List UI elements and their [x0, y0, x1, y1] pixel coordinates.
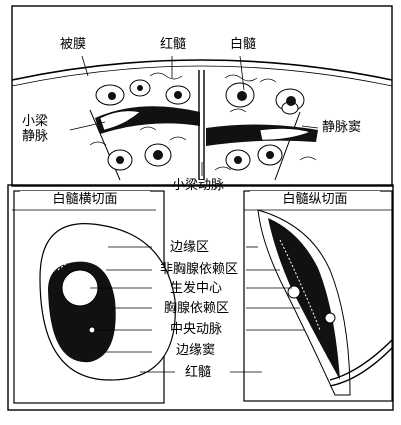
- trabecula-right: [274, 111, 301, 181]
- red-pulp-label-top: 红髓: [160, 37, 187, 52]
- venous-sinus-label: 静脉窦: [322, 120, 362, 135]
- long-section-core: [268, 218, 340, 380]
- trabecular-vein-label: 小梁 静脉: [22, 114, 49, 144]
- center-label-5: 边缘窦: [176, 343, 216, 358]
- white-pulp-nodules: [95, 79, 305, 171]
- capsule-label: 被膜: [60, 37, 87, 52]
- bottom-frame: [7, 184, 394, 411]
- top-leaders: [69, 55, 319, 176]
- center-label-1: 非胸腺依赖区: [160, 262, 239, 277]
- center-label-6: 红髓: [185, 365, 212, 380]
- white-pulp-label-top: 白髓: [230, 37, 257, 52]
- top-frame: [11, 5, 393, 187]
- center-label-2: 生发中心: [170, 281, 223, 296]
- center-label-0: 边缘区: [170, 240, 210, 255]
- trabecular-artery-label: 小梁动脉: [172, 178, 225, 193]
- capsule-line-inner: [11, 65, 393, 87]
- left-panel-title: 白髓横切面: [20, 191, 150, 209]
- center-label-4: 中央动脉: [170, 322, 223, 337]
- center-leaders: [90, 246, 305, 373]
- capsule-line: [11, 59, 393, 81]
- center-label-3: 胸腺依赖区: [164, 301, 230, 316]
- right-panel-title: 白髓纵切面: [250, 191, 380, 209]
